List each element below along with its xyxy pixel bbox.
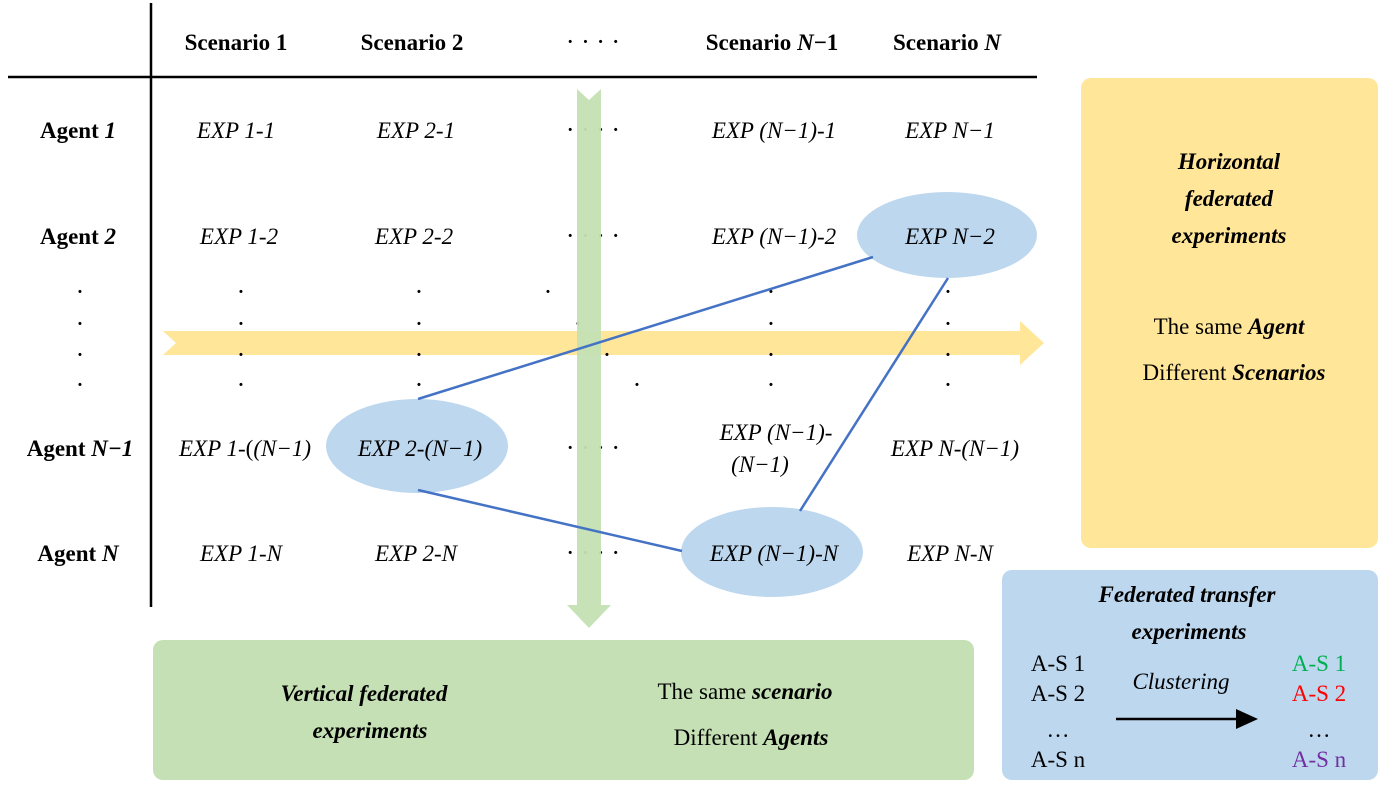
ellipse-exp-n1-n	[681, 507, 863, 597]
svg-text:·: ·	[544, 277, 553, 306]
clustering-label: Clustering	[1132, 669, 1229, 694]
svg-text:·: ·	[767, 340, 776, 369]
cell-exp-1-n: EXP 1-N	[199, 541, 284, 566]
header-scenario-n1: Scenario N−1	[706, 30, 839, 55]
svg-text:·: ·	[944, 277, 953, 306]
cell-exp-n-n: EXP N-N	[906, 541, 994, 566]
vertical-box-title-2: experiments	[313, 718, 428, 743]
transfer-right-item-1: A-S 1	[1292, 651, 1346, 676]
horizontal-box-line-1: The same Agent	[1154, 314, 1305, 339]
cell-exp-n-1: EXP N−1	[904, 118, 995, 143]
horizontal-box-title-2: federated	[1185, 186, 1274, 211]
svg-text:·: ·	[603, 340, 612, 369]
svg-text:·: ·	[415, 277, 424, 306]
ellipse-exp-2-n1	[326, 399, 508, 493]
transfer-right-item-3: …	[1308, 717, 1331, 742]
svg-text:·: ·	[415, 340, 424, 369]
cell-exp-1-n1: EXP 1-((N−1)	[178, 436, 311, 461]
svg-text:·: ·	[76, 309, 85, 338]
header-scenario-1: Scenario 1	[185, 30, 288, 55]
vertical-ellipsis-dots: · · · · · · · · · · · · · · · · · · · · …	[76, 277, 953, 399]
svg-text:·: ·	[237, 309, 246, 338]
cell-exp-2-n: EXP 2-N	[374, 541, 459, 566]
svg-text:·: ·	[767, 309, 776, 338]
agent-1-label: Agent 1	[40, 118, 116, 143]
horizontal-federated-box	[1081, 78, 1378, 548]
transfer-left-item-2: A-S 2	[1031, 681, 1085, 706]
cell-exp-2-1: EXP 2-1	[376, 118, 455, 143]
cell-exp-2-2: EXP 2-2	[374, 224, 453, 249]
svg-text:·: ·	[944, 370, 953, 399]
cell-exp-n1-n1-line1: EXP (N−1)-	[719, 420, 833, 445]
svg-text:·: ·	[237, 340, 246, 369]
cell-exp-1-2: EXP 1-2	[199, 224, 278, 249]
cell-exp-n1-n: EXP (N−1)-N	[709, 541, 840, 566]
agent-n-label: Agent N	[37, 541, 120, 566]
vertical-federated-box	[153, 640, 974, 780]
header-ellipsis: · · · ·	[566, 27, 620, 56]
cell-exp-n1-2: EXP (N−1)-2	[711, 224, 836, 249]
svg-text:·: ·	[76, 340, 85, 369]
svg-text:·: ·	[415, 370, 424, 399]
vertical-box-line-1: The same scenario	[657, 679, 832, 704]
svg-text:·: ·	[415, 309, 424, 338]
cell-exp-n1-1: EXP (N−1)-1	[711, 118, 836, 143]
svg-text:·: ·	[76, 277, 85, 306]
cell-exp-2-n1: EXP 2-(N−1)	[357, 436, 482, 461]
svg-text:·: ·	[944, 340, 953, 369]
cell-exp-n1-n1-line2: (N−1)	[731, 452, 789, 477]
vertical-box-title-1: Vertical federated	[281, 681, 448, 706]
svg-text:·: ·	[767, 277, 776, 306]
clustering-arrow	[1116, 709, 1258, 729]
transfer-right-item-2: A-S 2	[1292, 681, 1346, 706]
horizontal-box-line-2: Different Scenarios	[1143, 360, 1326, 385]
transfer-links	[417, 255, 950, 553]
agent-n1-label: Agent N−1	[27, 436, 134, 461]
cell-exp-n-2: EXP N−2	[904, 224, 995, 249]
transfer-left-item-4: A-S n	[1031, 747, 1086, 772]
transfer-right-item-4: A-S n	[1292, 747, 1347, 772]
svg-text:·: ·	[944, 309, 953, 338]
transfer-box-title-2: experiments	[1132, 619, 1247, 644]
federated-transfer-box	[1002, 570, 1378, 780]
vertical-arrow	[567, 89, 611, 628]
header-scenario-2: Scenario 2	[361, 30, 464, 55]
horizontal-arrow	[163, 321, 1044, 365]
svg-text:·: ·	[633, 370, 642, 399]
cell-exp-n-n1: EXP N-(N−1)	[890, 436, 1019, 461]
ellipse-exp-n-2	[857, 192, 1037, 278]
vertical-box-line-2: Different Agents	[674, 725, 829, 750]
svg-text:·: ·	[237, 277, 246, 306]
svg-text:·: ·	[767, 370, 776, 399]
svg-text:·: ·	[76, 370, 85, 399]
header-scenario-n: Scenario N	[893, 30, 1002, 55]
agent-2-label: Agent 2	[40, 224, 116, 249]
cell-exp-1-1: EXP 1-1	[196, 118, 275, 143]
horizontal-box-title-1: Horizontal	[1177, 149, 1281, 174]
transfer-box-title-1: Federated transfer	[1098, 582, 1277, 607]
svg-text:·: ·	[237, 370, 246, 399]
horizontal-box-title-3: experiments	[1172, 223, 1287, 248]
transfer-left-item-1: A-S 1	[1031, 651, 1085, 676]
transfer-left-item-3: …	[1047, 717, 1070, 742]
